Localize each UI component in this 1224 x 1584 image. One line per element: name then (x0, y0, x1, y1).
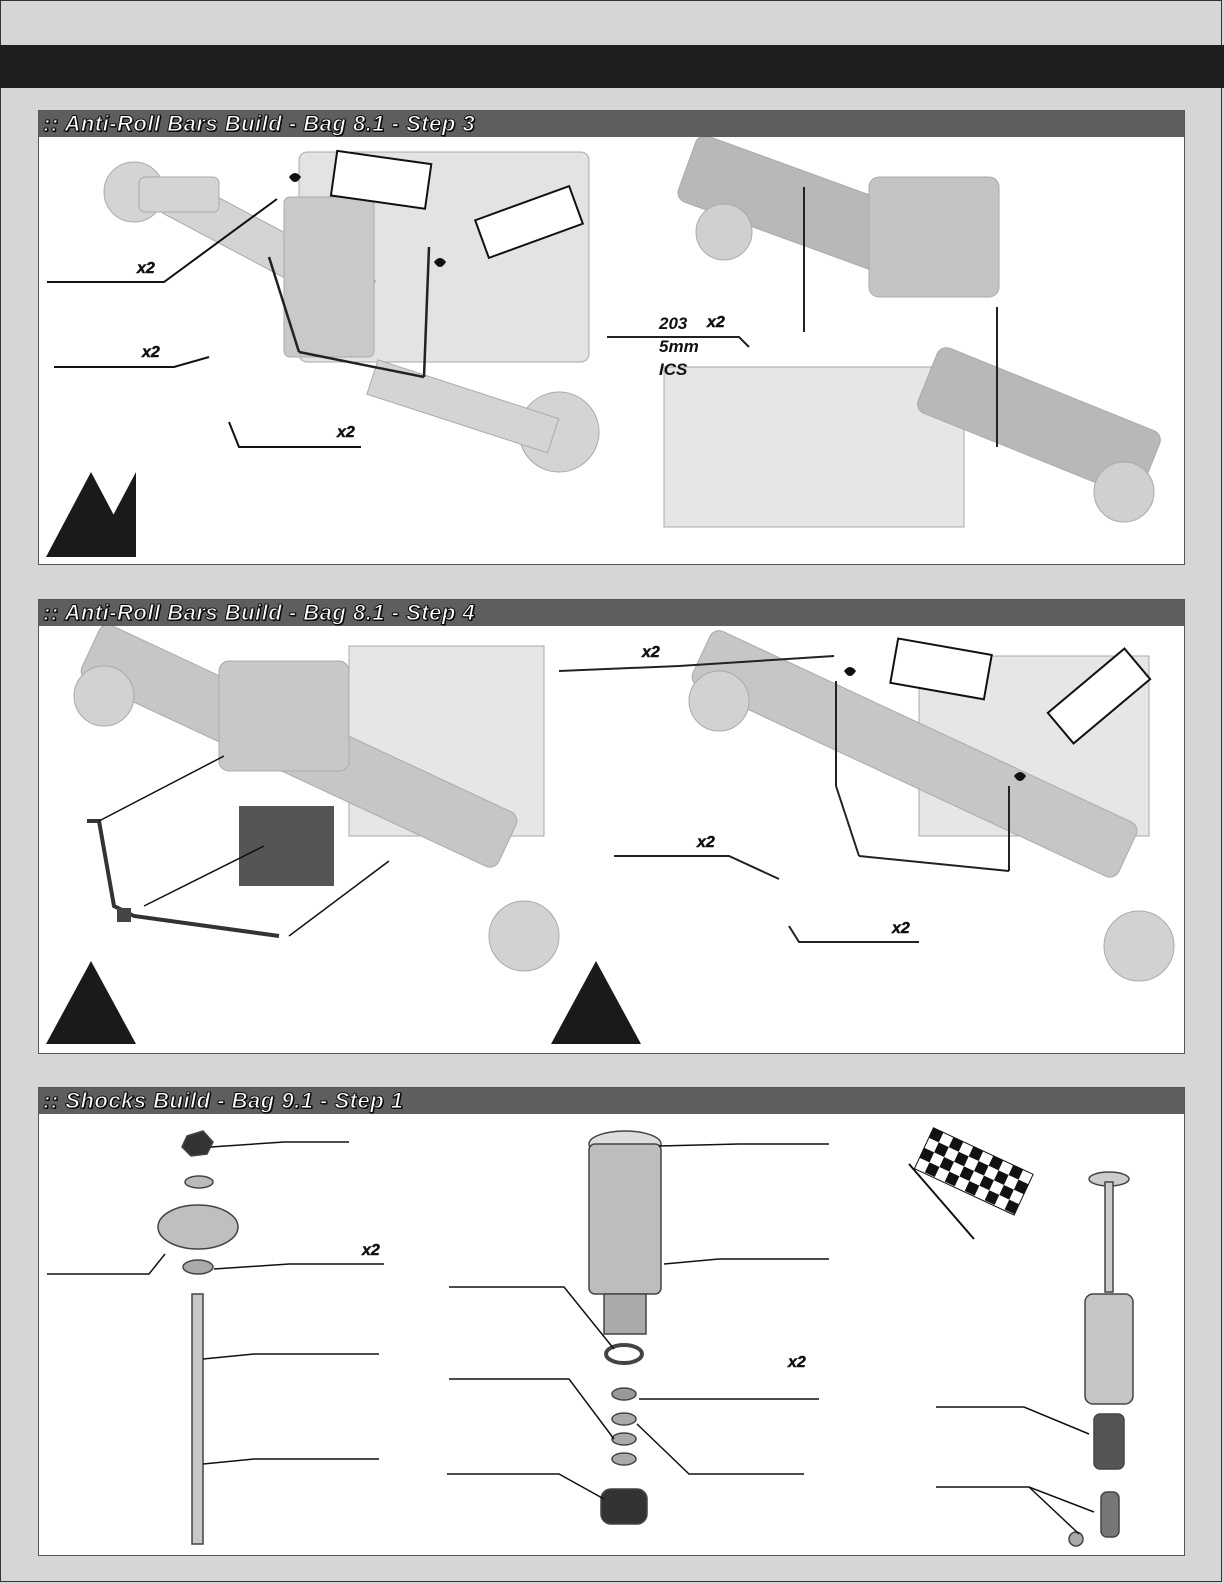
shocks-illustration (47, 1127, 1134, 1547)
warning-triangle-icon (46, 961, 136, 1044)
qty-label: x2 (137, 260, 155, 278)
qty-label: x2 (642, 644, 660, 662)
step-4-illustration (46, 626, 1175, 1044)
part-size-label: 5mm (659, 337, 699, 356)
glue-tube-icon (434, 184, 585, 267)
step-3-section: :: Anti-Roll Bars Build - Bag 8.1 - Step… (38, 110, 1185, 565)
qty-label: x2 (892, 920, 910, 938)
part-number-label: 203 (659, 314, 688, 333)
qty-label: x2 (142, 344, 160, 362)
bulkhead-part (239, 806, 334, 886)
warning-triangle-icon (46, 472, 136, 557)
leader-lines (47, 198, 361, 448)
chassis-left-drawing (73, 626, 560, 972)
step-4-body: x2 x2 x2 (39, 626, 1184, 1053)
shock-final-assembly (1068, 1171, 1134, 1547)
step-3-body: 203 x2 5mm ICS x2 x2 x2 (39, 137, 1184, 564)
step-3-header: :: Anti-Roll Bars Build - Bag 8.1 - Step… (39, 111, 1184, 137)
checkered-flag-icon (908, 1127, 1034, 1240)
part-qty-label: x2 (707, 314, 725, 332)
qty-label: x2 (337, 424, 355, 442)
shocks-section: :: Shocks Build - Bag 9.1 - Step 1 (38, 1087, 1185, 1556)
step-4-section: :: Anti-Roll Bars Build - Bag 8.1 - Step… (38, 599, 1185, 1054)
qty-label: x2 (362, 1242, 380, 1260)
shocks-header: :: Shocks Build - Bag 9.1 - Step 1 (39, 1088, 1184, 1114)
shock-body-parts (588, 1130, 662, 1525)
warning-triangle-icon (551, 961, 641, 1044)
anti-roll-linkage (267, 246, 431, 379)
top-banner (0, 45, 1224, 88)
qty-label: x2 (788, 1354, 806, 1372)
anti-roll-bar (87, 819, 280, 938)
part-type-label: ICS (659, 360, 688, 379)
shock-shaft-parts (157, 1130, 239, 1545)
glue-tube-icon (1014, 647, 1152, 781)
step-3-illustration (46, 137, 1161, 557)
shocks-body: x2 x2 (39, 1114, 1184, 1555)
glue-tube-icon (844, 637, 993, 701)
step-4-header: :: Anti-Roll Bars Build - Bag 8.1 - Step… (39, 600, 1184, 626)
chassis-right-drawing (663, 137, 1161, 528)
glue-tube-icon (289, 149, 433, 210)
qty-label: x2 (697, 834, 715, 852)
